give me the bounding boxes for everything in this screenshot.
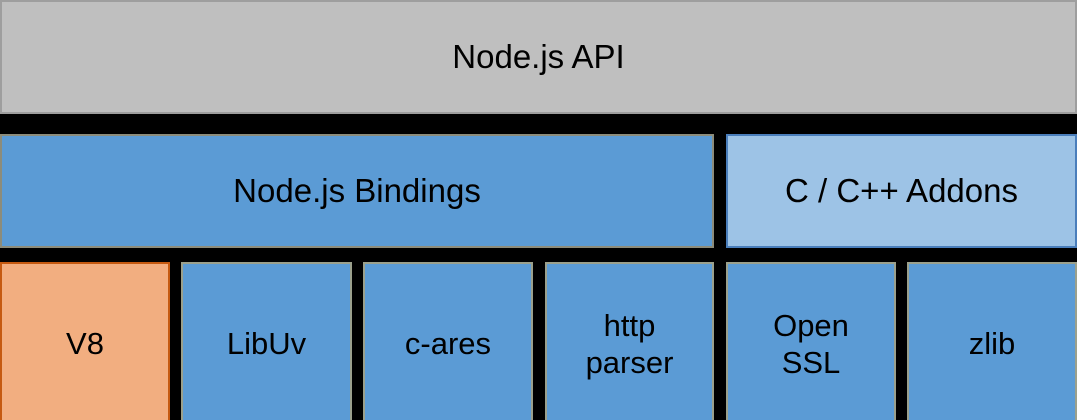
dependency-box-c-ares: c-ares xyxy=(363,262,533,420)
layer-box-node-api: Node.js API xyxy=(0,0,1077,114)
layer-box-node-bindings: Node.js Bindings xyxy=(0,134,714,248)
dependency-box-openssl: Open SSL xyxy=(726,262,896,420)
dependency-box-libuv: LibUv xyxy=(181,262,352,420)
dependency-box-http-parser: http parser xyxy=(545,262,714,420)
layer-box-c-cpp-addons: C / C++ Addons xyxy=(726,134,1077,248)
dependency-box-zlib: zlib xyxy=(907,262,1077,420)
dependency-box-v8: V8 xyxy=(0,262,170,420)
